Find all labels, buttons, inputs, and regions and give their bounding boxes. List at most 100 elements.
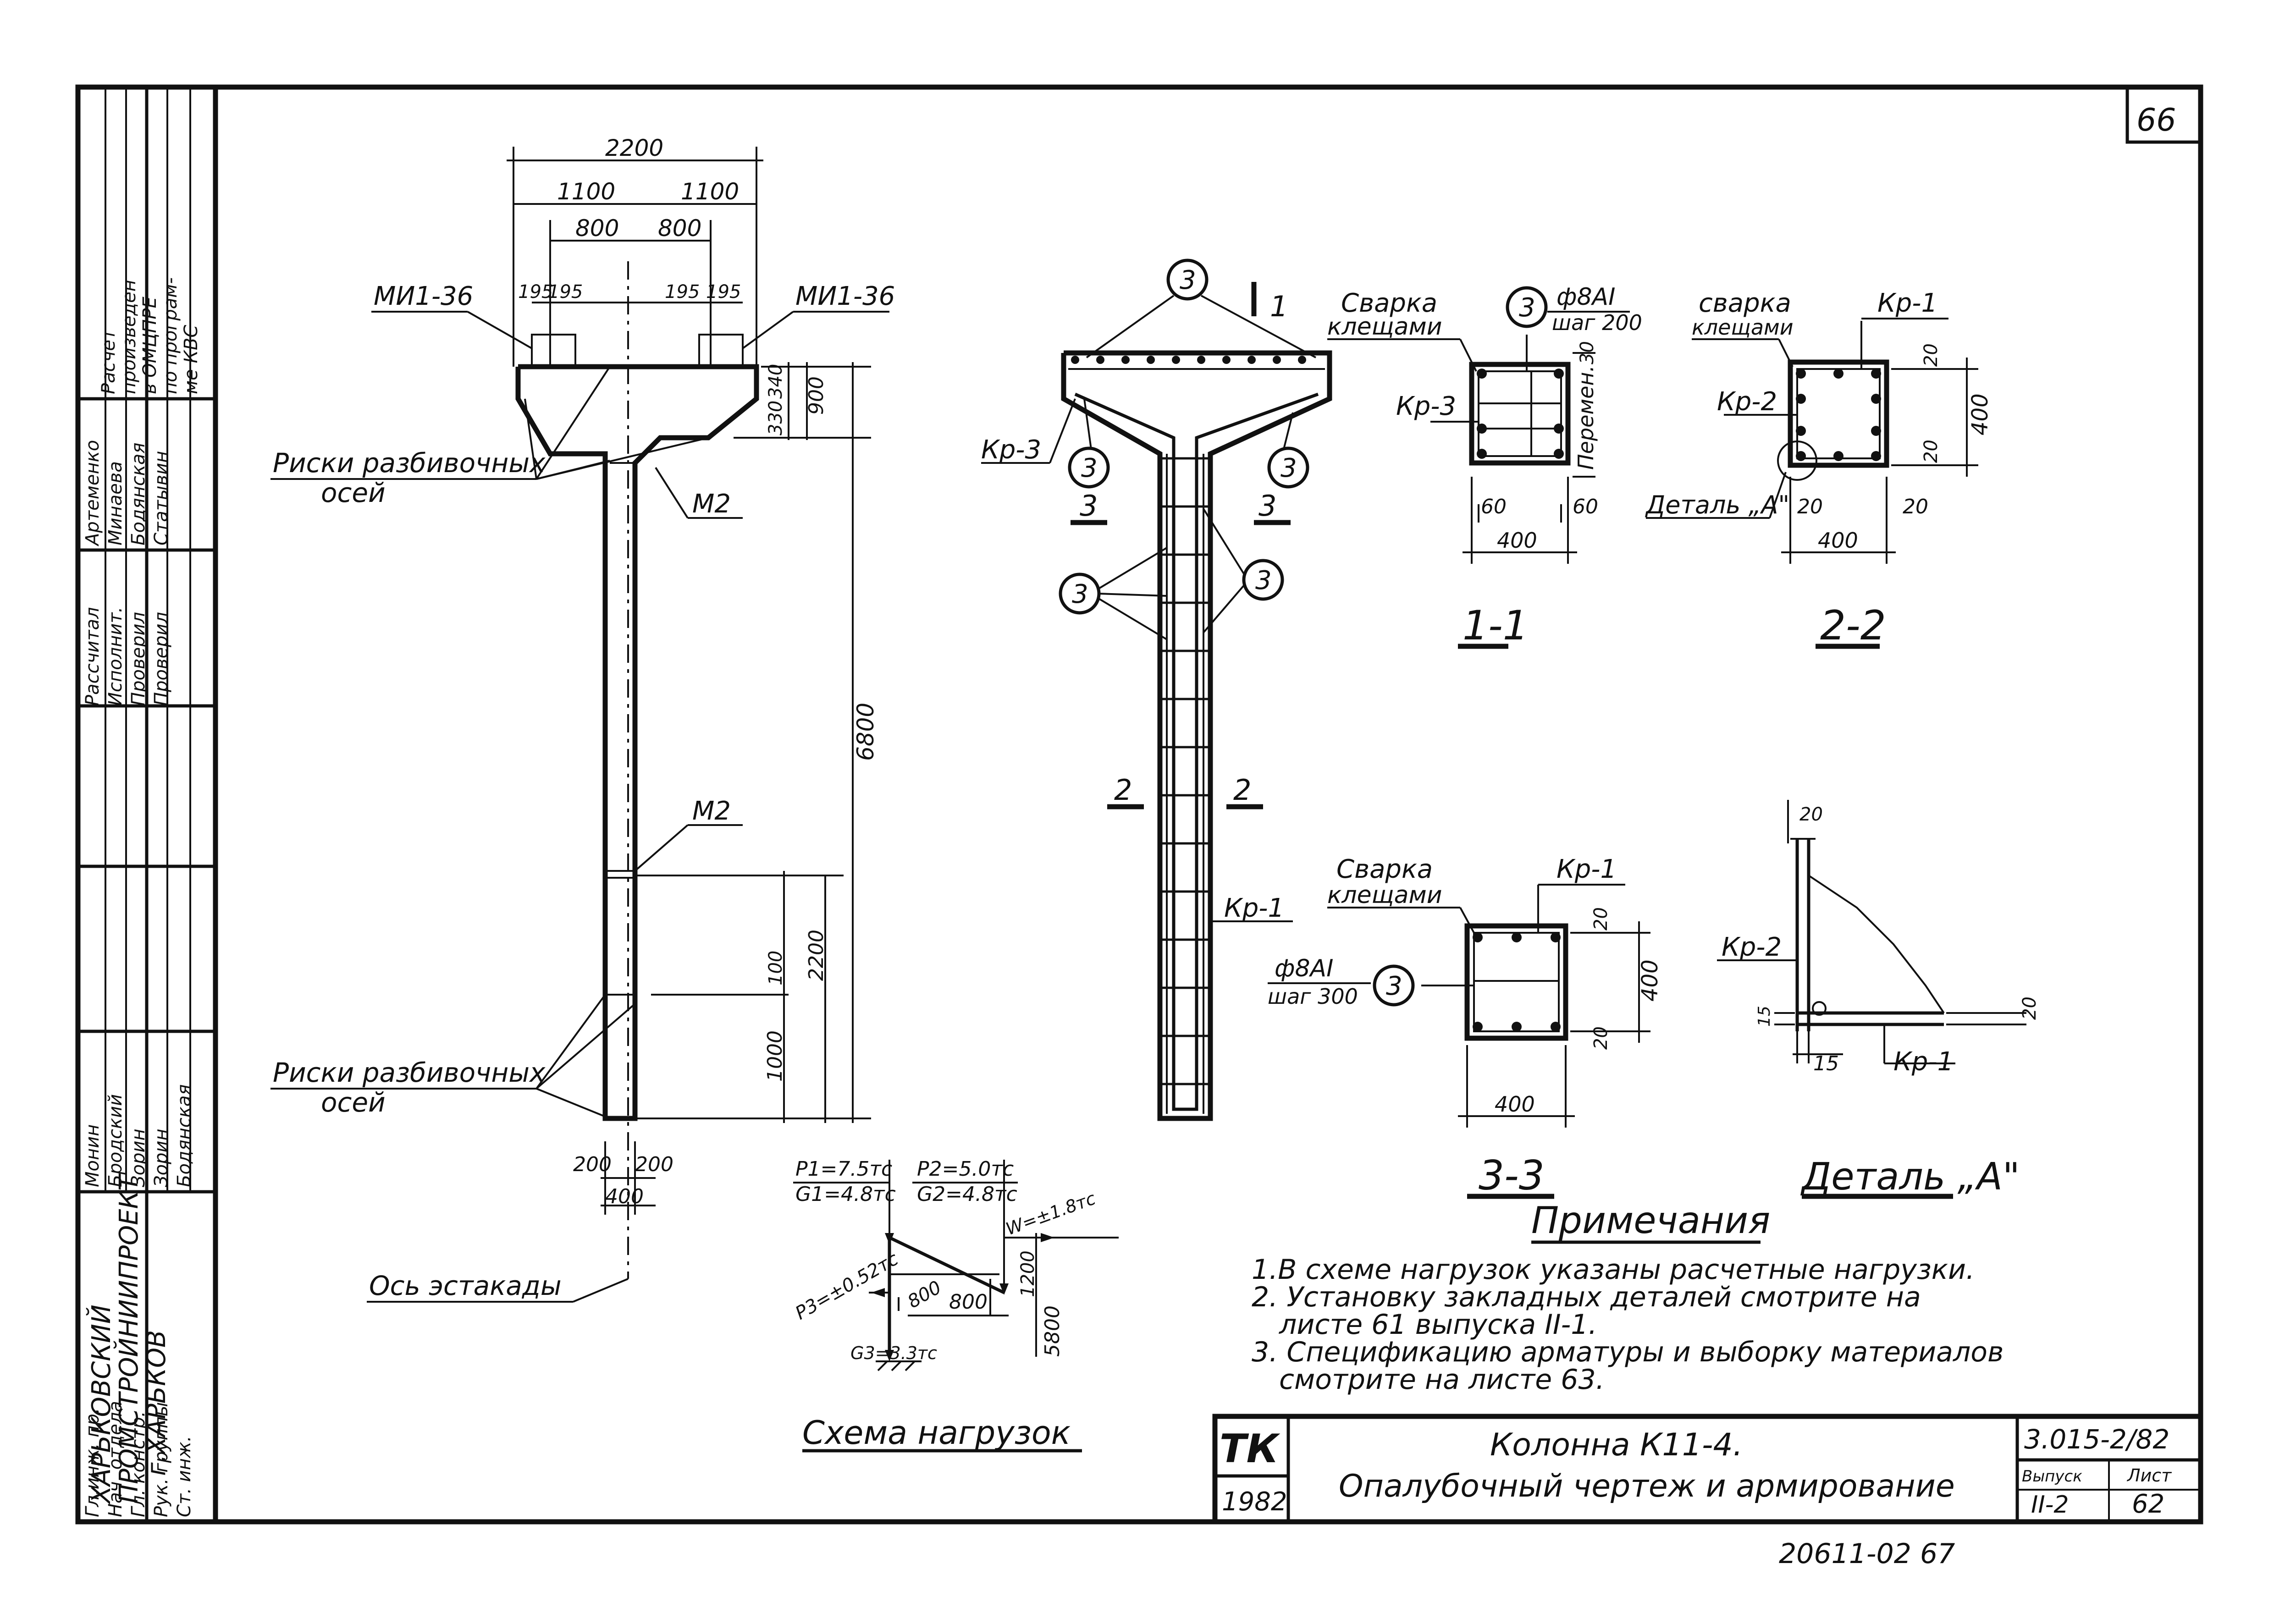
title-issue-value: II-2 bbox=[2031, 1491, 2069, 1519]
load-dim-1200: 1200 bbox=[1017, 1250, 1038, 1297]
stamp-role-4: Рук. группы bbox=[151, 1402, 172, 1517]
dim-195-b: 195 bbox=[548, 281, 583, 303]
dim-330: 330 bbox=[765, 401, 786, 435]
sheet-frame bbox=[75, 84, 2203, 1525]
load-dim-800-b: 800 bbox=[949, 1290, 988, 1314]
top-rebar-dot bbox=[1121, 356, 1130, 364]
load-scheme-title: Схема нагрузок bbox=[802, 1414, 1071, 1452]
title-sheet-value: 62 bbox=[2132, 1489, 2164, 1519]
rebar-cage bbox=[1061, 350, 1332, 1121]
stamp-role-3: Гл. констр. bbox=[128, 1411, 149, 1517]
sec11-kr: Кр-3 bbox=[1396, 391, 1456, 421]
axis-marks-leaders-low bbox=[270, 994, 636, 1119]
sec22-dim-20-right: 20 bbox=[1903, 495, 1928, 518]
cut-3-right: 3 bbox=[1258, 489, 1276, 523]
note-3: 3. Спецификацию арматуры и выборку матер… bbox=[1252, 1336, 2004, 1368]
dim-1100-left: 1100 bbox=[557, 178, 615, 205]
dim-400: 400 bbox=[605, 1185, 644, 1208]
side-note-3: в ОМЦПРЕ bbox=[139, 296, 160, 394]
top-rebar-dot bbox=[1247, 356, 1256, 364]
rebar-kr1: Кр-1 bbox=[1224, 893, 1284, 923]
sec22-dim-400-h: 400 bbox=[1818, 528, 1858, 553]
org-name-line3: г.ХАРЬКОВ bbox=[142, 1330, 171, 1476]
sec11-mark: 3 bbox=[1519, 293, 1535, 323]
embed-label-m2-top: М2 bbox=[692, 489, 731, 519]
note-3b: смотрите на листе 63. bbox=[1279, 1364, 1605, 1396]
load-g3: G3=3.3тс bbox=[850, 1343, 937, 1363]
note-2b: листе 61 выпуска II-1. bbox=[1279, 1309, 1597, 1341]
stamp-name-6: Артеменко bbox=[82, 440, 103, 547]
dim-200-right: 200 bbox=[635, 1153, 673, 1176]
dim-195-d: 195 bbox=[706, 281, 741, 303]
top-rebar-dot bbox=[1172, 356, 1180, 364]
org-name-line2: ПРОМСТРОЙНИИПРОЕКТ bbox=[114, 1173, 144, 1503]
detA-dim-20-top: 20 bbox=[1799, 804, 1823, 825]
stamp-role-2: Нач. отдела bbox=[105, 1401, 126, 1517]
stamp-role-9: Проверил bbox=[151, 612, 172, 706]
axis-label-estakada: Ось эстакады bbox=[369, 1270, 562, 1301]
dim-340: 340 bbox=[765, 364, 786, 399]
sec33-weld-1: Сварка bbox=[1336, 854, 1433, 884]
axis-marks-label-top-1: Риски разбивочных bbox=[273, 447, 546, 479]
sec11-weld-2: клещами bbox=[1327, 313, 1442, 341]
section-2-2 bbox=[1724, 321, 1978, 649]
detA-kr1: Кр-1 bbox=[1893, 1047, 1954, 1077]
stamp-name-1: Монин bbox=[82, 1124, 103, 1187]
detA-title: Деталь „А" bbox=[1800, 1155, 2020, 1199]
notes-title: Примечания bbox=[1531, 1199, 1770, 1242]
sec11-dim-30: 30 bbox=[1577, 341, 1598, 364]
dim-195-a: 195 bbox=[518, 281, 553, 303]
title-sheet-label: Лист bbox=[2126, 1465, 2172, 1486]
sec22-kr2: Кр-2 bbox=[1717, 387, 1777, 417]
load-dim-800-a: 800 bbox=[904, 1277, 945, 1313]
stamp-name-5: Бодянская bbox=[174, 1084, 195, 1187]
load-dim-5800: 5800 bbox=[1041, 1305, 1064, 1357]
sec33-dim-20-top: 20 bbox=[1590, 907, 1612, 930]
side-note-1: Расчет bbox=[98, 328, 119, 394]
detA-dim-20-right: 20 bbox=[2019, 996, 2040, 1020]
dim-2200-low: 2200 bbox=[805, 930, 828, 981]
stamp-role-6: Рассчитал bbox=[82, 607, 103, 706]
sec22-dim-400-v: 400 bbox=[1967, 393, 1993, 435]
top-rebar-dot bbox=[1197, 356, 1205, 364]
detA-dim-15-h: 15 bbox=[1813, 1052, 1839, 1075]
sec33-dim-400-v: 400 bbox=[1637, 959, 1663, 1002]
dim-200-left: 200 bbox=[573, 1153, 612, 1176]
title-line2: Опалубочный чертеж и армирование bbox=[1339, 1468, 1955, 1504]
sec22-detail: Деталь „А" bbox=[1645, 490, 1789, 519]
sec33-dim-20-bot: 20 bbox=[1590, 1026, 1612, 1050]
title-code: 3.015-2/82 bbox=[2024, 1424, 2169, 1455]
section-1-1 bbox=[1430, 335, 1595, 649]
detail-a bbox=[1717, 800, 2026, 1199]
title-line1: Колонна К11-4. bbox=[1490, 1427, 1743, 1463]
side-note-2: произведен bbox=[119, 280, 140, 394]
top-rebar-dot bbox=[1273, 356, 1281, 364]
top-rebar-dot bbox=[1096, 356, 1104, 364]
load-p2: P2=5.0тс bbox=[917, 1157, 1014, 1181]
title-logo: ТК bbox=[1220, 1426, 1281, 1472]
sec33-mark: 3 bbox=[1386, 971, 1402, 1001]
rebar-mark-top: 3 bbox=[1180, 265, 1196, 295]
bottom-stamp: 20611-02 67 bbox=[1779, 1538, 1955, 1570]
section-3-3 bbox=[1421, 885, 1650, 1199]
sec22-weld-2: клещами bbox=[1692, 315, 1794, 340]
detA-dim-15-v: 15 bbox=[1755, 1006, 1774, 1027]
stamp-role-1: Гл.инж. пр. bbox=[82, 1408, 103, 1517]
load-g2: G2=4.8тс bbox=[917, 1183, 1017, 1206]
corner-sheet-number: 66 bbox=[2136, 102, 2176, 138]
sec11-dim-60-left: 60 bbox=[1481, 495, 1507, 518]
rebar-kr3: Кр-3 bbox=[981, 435, 1041, 465]
column-elevation bbox=[507, 147, 871, 1279]
dim-2200-top: 2200 bbox=[605, 135, 663, 161]
sec22-title: 2-2 bbox=[1820, 602, 1886, 649]
stamp-name-3: Зорин bbox=[128, 1129, 149, 1187]
load-w: W=±1.8тс bbox=[1003, 1188, 1098, 1239]
cut-3-left: 3 bbox=[1080, 489, 1098, 523]
load-p3: P3=±0.52тс bbox=[792, 1248, 902, 1324]
side-stamp bbox=[78, 87, 215, 1194]
cut-2-right: 2 bbox=[1233, 773, 1251, 807]
axis-marks-label-low-2: осей bbox=[321, 1087, 386, 1118]
top-rebar-dot bbox=[1222, 356, 1231, 364]
title-block bbox=[1212, 1414, 2203, 1525]
